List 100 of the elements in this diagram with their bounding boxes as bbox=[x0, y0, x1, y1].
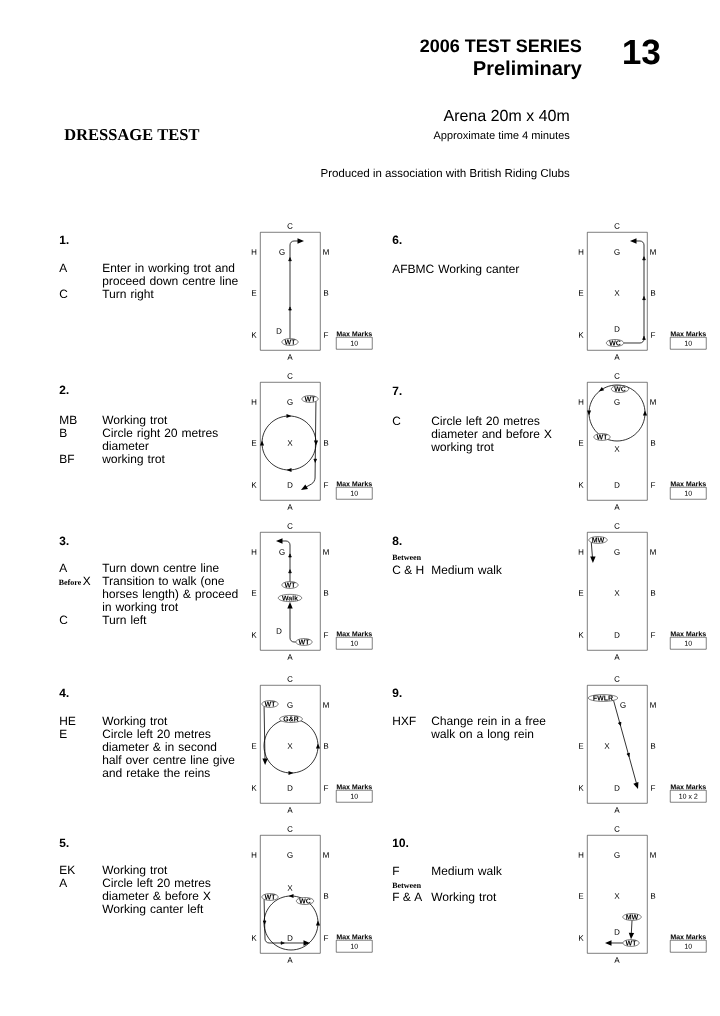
arena-marker: C bbox=[614, 826, 620, 832]
arena-marker: H bbox=[251, 852, 257, 858]
instruction-text: Medium walk bbox=[432, 866, 502, 876]
marker-letters: A bbox=[59, 878, 68, 887]
marker-letters: C bbox=[59, 289, 68, 299]
route-arrow bbox=[628, 920, 635, 940]
marker-letters: X bbox=[82, 576, 91, 585]
arena-marker: B bbox=[324, 743, 329, 749]
heading: DRESSAGE TEST bbox=[64, 129, 200, 141]
marker-letters: F & A bbox=[393, 892, 423, 902]
marker-letters: HXF bbox=[393, 716, 416, 725]
arena-marker: K bbox=[252, 632, 257, 638]
arena-marker: C bbox=[287, 676, 293, 682]
arena-marker: B bbox=[324, 440, 329, 446]
arena-marker: H bbox=[251, 249, 257, 255]
subheading: Arena 20m x 40m bbox=[443, 109, 569, 122]
movement-number: 6. bbox=[392, 235, 402, 245]
arena-marker: B bbox=[651, 893, 656, 899]
arena-marker: C bbox=[614, 223, 620, 229]
arena-marker: B bbox=[324, 590, 329, 596]
arena-marker: H bbox=[578, 399, 584, 405]
small-note: Between bbox=[392, 882, 421, 889]
arena-marker: F bbox=[324, 785, 329, 791]
marker-letters: HE bbox=[60, 716, 76, 725]
marker-letters: A bbox=[59, 563, 68, 572]
route-arrow bbox=[288, 238, 304, 339]
marker-letters: E bbox=[60, 729, 67, 738]
movement-number: 10. bbox=[392, 838, 409, 848]
heading: Preliminary bbox=[474, 60, 582, 80]
marker-letters: EK bbox=[60, 865, 76, 874]
marker-letters: MB bbox=[60, 415, 77, 424]
arena-marker: F bbox=[651, 785, 656, 791]
route-arrow bbox=[590, 542, 596, 563]
instruction-text: Change rein in a free walk on a long rein bbox=[431, 716, 546, 741]
route-arrow bbox=[623, 238, 646, 344]
route-arrow bbox=[613, 700, 639, 789]
arena-marker: E bbox=[252, 590, 257, 596]
movement-number: 7. bbox=[392, 386, 402, 395]
arena-marker: B bbox=[651, 743, 656, 749]
instruction-text: Turn down centre line bbox=[102, 563, 219, 573]
arena-marker: A bbox=[614, 654, 620, 660]
arena-marker: M bbox=[323, 549, 329, 555]
arena-marker: M bbox=[323, 852, 329, 858]
movement-number: 5. bbox=[59, 838, 69, 848]
arena-marker: F bbox=[651, 332, 656, 338]
instruction-text: Turn right bbox=[102, 289, 154, 301]
arena-marker: M bbox=[650, 852, 656, 858]
arena-marker: F bbox=[324, 332, 329, 338]
arena-marker: E bbox=[579, 290, 584, 296]
marker-letters: C bbox=[59, 615, 68, 625]
arena-marker: E bbox=[579, 590, 584, 596]
instruction-text: Circle left 20 metres diameter and before X working trot bbox=[431, 416, 552, 454]
arena-marker: K bbox=[579, 332, 584, 338]
arena-marker: M bbox=[650, 549, 656, 555]
arena-marker: A bbox=[614, 504, 620, 510]
test-number: 13 bbox=[624, 39, 660, 65]
route-arrow bbox=[301, 401, 317, 490]
movement-number: 3. bbox=[59, 536, 69, 546]
arena-marker: F bbox=[651, 632, 656, 638]
arena-marker: M bbox=[323, 249, 329, 255]
arena-marker: C bbox=[287, 373, 293, 379]
arena-marker: C bbox=[287, 523, 293, 529]
arena-marker: F bbox=[324, 935, 329, 941]
arena-marker: B bbox=[651, 590, 656, 596]
instruction-text: Working trot bbox=[102, 415, 168, 427]
heading: 2006 TEST SERIES bbox=[420, 39, 582, 53]
route-arrow bbox=[605, 940, 624, 946]
arena-marker: F bbox=[324, 482, 329, 488]
route-arrow bbox=[276, 538, 292, 582]
marker-letters: C & H bbox=[392, 565, 424, 575]
arena-marker: H bbox=[251, 549, 257, 555]
arena-marker: H bbox=[578, 249, 584, 255]
arena-marker: C bbox=[614, 676, 620, 682]
arena-marker: A bbox=[614, 354, 620, 360]
instruction-text: Working trot bbox=[102, 716, 168, 728]
arena-marker: K bbox=[579, 482, 584, 488]
movement-number: 4. bbox=[59, 688, 69, 697]
route-arrow bbox=[262, 706, 268, 765]
movement-number: 9. bbox=[392, 688, 402, 698]
arena-marker: E bbox=[252, 290, 257, 296]
marker-letters: AFBMC bbox=[392, 264, 434, 274]
arena-marker: E bbox=[579, 440, 584, 446]
route-arrow bbox=[262, 899, 310, 946]
arena-marker: H bbox=[578, 549, 584, 555]
arena-marker: A bbox=[287, 807, 293, 813]
marker-letters: B bbox=[60, 428, 67, 437]
arena-marker: F bbox=[651, 482, 656, 488]
arena-marker: H bbox=[251, 399, 257, 405]
arena-marker: M bbox=[650, 399, 656, 405]
instruction-text: Working trot bbox=[431, 892, 497, 904]
note-text: Produced in association with British Riding Clubs bbox=[321, 168, 570, 180]
arena-marker: B bbox=[651, 440, 656, 446]
instruction-text: Transition to walk (one horses length) & proceed in working trot bbox=[102, 576, 238, 614]
marker-letters: BF bbox=[60, 454, 75, 463]
instruction-text: Circle left 20 metres diameter & before X Working canter left bbox=[102, 878, 211, 916]
arena-marker: A bbox=[287, 957, 293, 963]
arena-marker: A bbox=[614, 807, 620, 813]
arena-marker: M bbox=[323, 702, 329, 708]
arena-marker: K bbox=[252, 332, 257, 338]
instruction-text: Working canter bbox=[438, 264, 520, 276]
